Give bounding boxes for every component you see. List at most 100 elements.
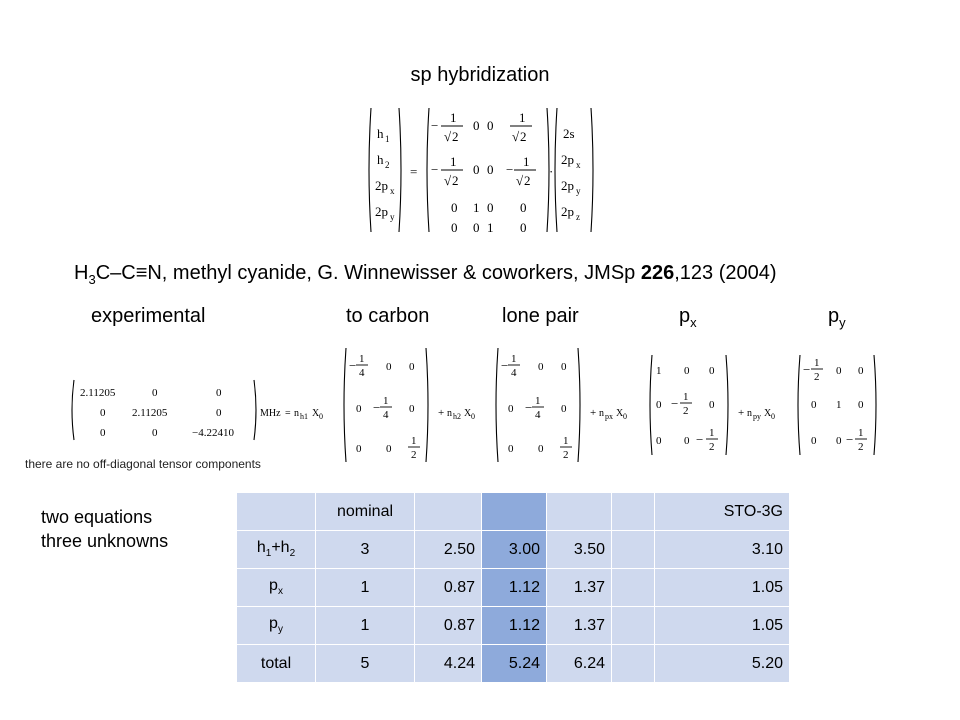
table-cell: 4.24 bbox=[414, 644, 482, 683]
svg-text:2: 2 bbox=[520, 129, 527, 144]
svg-text:2: 2 bbox=[452, 129, 459, 144]
svg-text:1: 1 bbox=[683, 391, 689, 403]
svg-text:1: 1 bbox=[814, 357, 820, 369]
svg-text:1: 1 bbox=[487, 220, 494, 235]
label-px: px bbox=[679, 305, 697, 330]
svg-text:n: n bbox=[294, 408, 299, 419]
lhs-h1: h bbox=[377, 126, 384, 141]
table-cell: 5 bbox=[315, 644, 415, 683]
label-to-carbon: to carbon bbox=[346, 305, 430, 327]
svg-text:2.11205: 2.11205 bbox=[132, 407, 168, 419]
svg-text:+: + bbox=[590, 407, 596, 419]
header-cell bbox=[414, 492, 482, 531]
svg-text:n: n bbox=[747, 408, 752, 419]
svg-text:px: px bbox=[605, 412, 613, 421]
table-cell: 1.05 bbox=[654, 568, 790, 607]
table-cell: 1.37 bbox=[546, 606, 612, 645]
svg-text:√: √ bbox=[444, 129, 452, 144]
rhs-2pz: 2p bbox=[561, 204, 574, 219]
svg-text:0: 0 bbox=[100, 407, 106, 419]
equations-note: two equations three unknowns bbox=[41, 505, 168, 553]
svg-text:0: 0 bbox=[656, 399, 662, 411]
row-label: total bbox=[236, 644, 316, 683]
svg-text:2: 2 bbox=[563, 449, 569, 461]
svg-text:0: 0 bbox=[561, 361, 567, 373]
table-cell: 1.05 bbox=[654, 606, 790, 645]
label-py: py bbox=[828, 305, 846, 330]
svg-text:X: X bbox=[312, 408, 320, 419]
svg-text:1: 1 bbox=[411, 435, 417, 447]
table-cell: 3 bbox=[315, 530, 415, 569]
svg-text:n: n bbox=[599, 408, 604, 419]
table-cell: 3.00 bbox=[481, 530, 547, 569]
svg-text:0: 0 bbox=[152, 427, 158, 439]
lhs-h2: h bbox=[377, 152, 384, 167]
svg-text:1: 1 bbox=[656, 365, 662, 377]
svg-text:0: 0 bbox=[836, 435, 842, 447]
row-label: px bbox=[236, 568, 316, 607]
svg-text:2: 2 bbox=[709, 441, 715, 453]
table-cell: 0.87 bbox=[414, 606, 482, 645]
svg-text:0: 0 bbox=[473, 162, 480, 177]
svg-text:−: − bbox=[431, 118, 438, 133]
population-table: nominal STO-3G h1+h2 3 2.50 3.00 3.50 3.… bbox=[236, 492, 790, 683]
table-cell: 2.50 bbox=[414, 530, 482, 569]
svg-text:1: 1 bbox=[450, 154, 457, 169]
row-label: py bbox=[236, 606, 316, 645]
svg-text:y: y bbox=[390, 212, 395, 222]
equals-sign: = bbox=[410, 164, 417, 179]
svg-text:0: 0 bbox=[152, 387, 158, 399]
svg-text:py: py bbox=[753, 412, 761, 421]
table-cell bbox=[611, 606, 655, 645]
svg-text:2: 2 bbox=[385, 160, 390, 170]
svg-text:0: 0 bbox=[811, 399, 817, 411]
svg-text:0: 0 bbox=[386, 443, 392, 455]
svg-text:0: 0 bbox=[684, 435, 690, 447]
svg-text:0: 0 bbox=[471, 412, 475, 421]
rhs-2py: 2p bbox=[561, 178, 574, 193]
svg-text:MHz: MHz bbox=[260, 408, 281, 419]
svg-text:2: 2 bbox=[683, 405, 689, 417]
svg-text:0: 0 bbox=[386, 361, 392, 373]
table-row: h1+h2 3 2.50 3.00 3.50 3.10 bbox=[236, 530, 790, 569]
svg-text:=: = bbox=[285, 408, 291, 419]
svg-text:2: 2 bbox=[858, 441, 864, 453]
svg-text:0: 0 bbox=[473, 118, 480, 133]
tensor-decomposition-equation: 2.11205 0 0 0 2.11205 0 0 0 −4.22410 MHz… bbox=[71, 347, 877, 463]
table-cell: 6.24 bbox=[546, 644, 612, 683]
svg-text:x: x bbox=[576, 160, 581, 170]
svg-text:0: 0 bbox=[520, 200, 527, 215]
svg-text:0: 0 bbox=[319, 412, 323, 421]
svg-text:0: 0 bbox=[561, 403, 567, 415]
svg-text:z: z bbox=[576, 212, 580, 222]
svg-text:√: √ bbox=[444, 173, 452, 188]
svg-text:4: 4 bbox=[511, 367, 517, 379]
svg-text:0: 0 bbox=[538, 443, 544, 455]
svg-text:2.11205: 2.11205 bbox=[80, 387, 116, 399]
svg-text:1: 1 bbox=[858, 427, 864, 439]
svg-text:0: 0 bbox=[836, 365, 842, 377]
svg-text:x: x bbox=[390, 186, 395, 196]
svg-text:−: − bbox=[696, 432, 703, 447]
table-cell: 3.10 bbox=[654, 530, 790, 569]
svg-text:1: 1 bbox=[473, 200, 480, 215]
svg-text:0: 0 bbox=[487, 162, 494, 177]
lhs-2py: 2p bbox=[375, 204, 388, 219]
svg-text:0: 0 bbox=[709, 365, 715, 377]
svg-text:0: 0 bbox=[656, 435, 662, 447]
label-experimental: experimental bbox=[91, 305, 206, 327]
svg-text:0: 0 bbox=[538, 361, 544, 373]
svg-text:−: − bbox=[803, 362, 810, 377]
header-cell-sto3g: STO-3G bbox=[654, 492, 790, 531]
svg-text:0: 0 bbox=[684, 365, 690, 377]
svg-text:n: n bbox=[447, 408, 452, 419]
svg-text:+: + bbox=[738, 407, 744, 419]
svg-text:0: 0 bbox=[508, 403, 514, 415]
table-cell: 0.87 bbox=[414, 568, 482, 607]
svg-text:−: − bbox=[506, 162, 513, 177]
lhs-2px: 2p bbox=[375, 178, 388, 193]
svg-text:0: 0 bbox=[709, 399, 715, 411]
table-cell: 1 bbox=[315, 606, 415, 645]
svg-text:0: 0 bbox=[771, 412, 775, 421]
